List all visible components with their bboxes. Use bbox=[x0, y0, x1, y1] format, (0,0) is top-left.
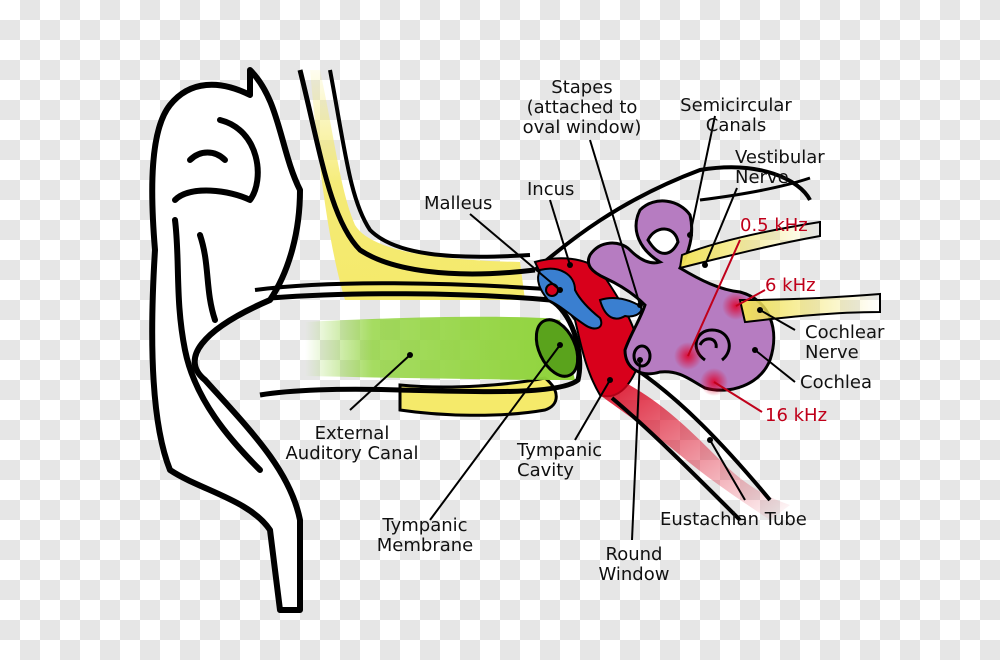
label-freq-6khz: 6 kHz bbox=[765, 275, 816, 296]
label-cochlea: Cochlea bbox=[800, 372, 872, 393]
label-stapes: Stapes (attached to oval window) bbox=[512, 78, 652, 138]
temporal-bone bbox=[297, 69, 812, 417]
label-cochlear-nerve-line2: Nerve bbox=[805, 342, 859, 363]
external-auditory-canal bbox=[254, 281, 583, 398]
label-stapes-line1: Stapes bbox=[551, 77, 613, 98]
label-incus: Incus bbox=[527, 179, 575, 200]
leader-dots bbox=[407, 232, 763, 443]
frequency-leaders bbox=[687, 239, 766, 413]
label-vestibular-line2: Nerve bbox=[735, 167, 789, 188]
label-eac-line1: External bbox=[314, 423, 390, 444]
label-eustachian-tube: Eustachian Tube bbox=[660, 509, 807, 530]
label-cochlear-nerve: Cochlear Nerve bbox=[805, 323, 884, 363]
label-tympanic-membrane-line1: Tympanic bbox=[382, 515, 468, 536]
label-semicircular-line2: Canals bbox=[705, 115, 767, 136]
nerves bbox=[678, 176, 881, 324]
label-malleus: Malleus bbox=[424, 193, 493, 214]
label-round-window-line1: Round bbox=[605, 544, 663, 565]
label-tympanic-membrane-line2: Membrane bbox=[376, 535, 474, 556]
label-tympanic-membrane: Tympanic Membrane bbox=[366, 516, 484, 556]
label-round-window: Round Window bbox=[590, 545, 678, 585]
pinna bbox=[149, 67, 303, 613]
label-cochlear-nerve-line1: Cochlear bbox=[805, 322, 885, 343]
label-tympanic-cavity-line2: Cavity bbox=[517, 460, 574, 481]
label-vestibular-line1: Vestibular bbox=[735, 147, 825, 168]
eustachian-tube-shape bbox=[600, 370, 790, 522]
label-stapes-line3: oval window) bbox=[522, 117, 642, 138]
label-semicircular-canals: Semicircular Canals bbox=[668, 96, 804, 136]
label-tympanic-cavity-line1: Tympanic bbox=[517, 440, 603, 461]
label-eac-line2: Auditory Canal bbox=[285, 443, 419, 464]
label-freq-05khz: 0.5 kHz bbox=[740, 215, 808, 236]
label-external-auditory-canal: External Auditory Canal bbox=[272, 424, 432, 464]
label-round-window-line2: Window bbox=[598, 564, 670, 585]
label-stapes-line2: (attached to bbox=[526, 97, 638, 118]
leader-lines bbox=[349, 115, 796, 541]
label-tympanic-cavity: Tympanic Cavity bbox=[517, 441, 602, 481]
label-semicircular-line1: Semicircular bbox=[680, 95, 792, 116]
label-vestibular-nerve: Vestibular Nerve bbox=[735, 148, 825, 188]
label-freq-16khz: 16 kHz bbox=[765, 405, 828, 426]
